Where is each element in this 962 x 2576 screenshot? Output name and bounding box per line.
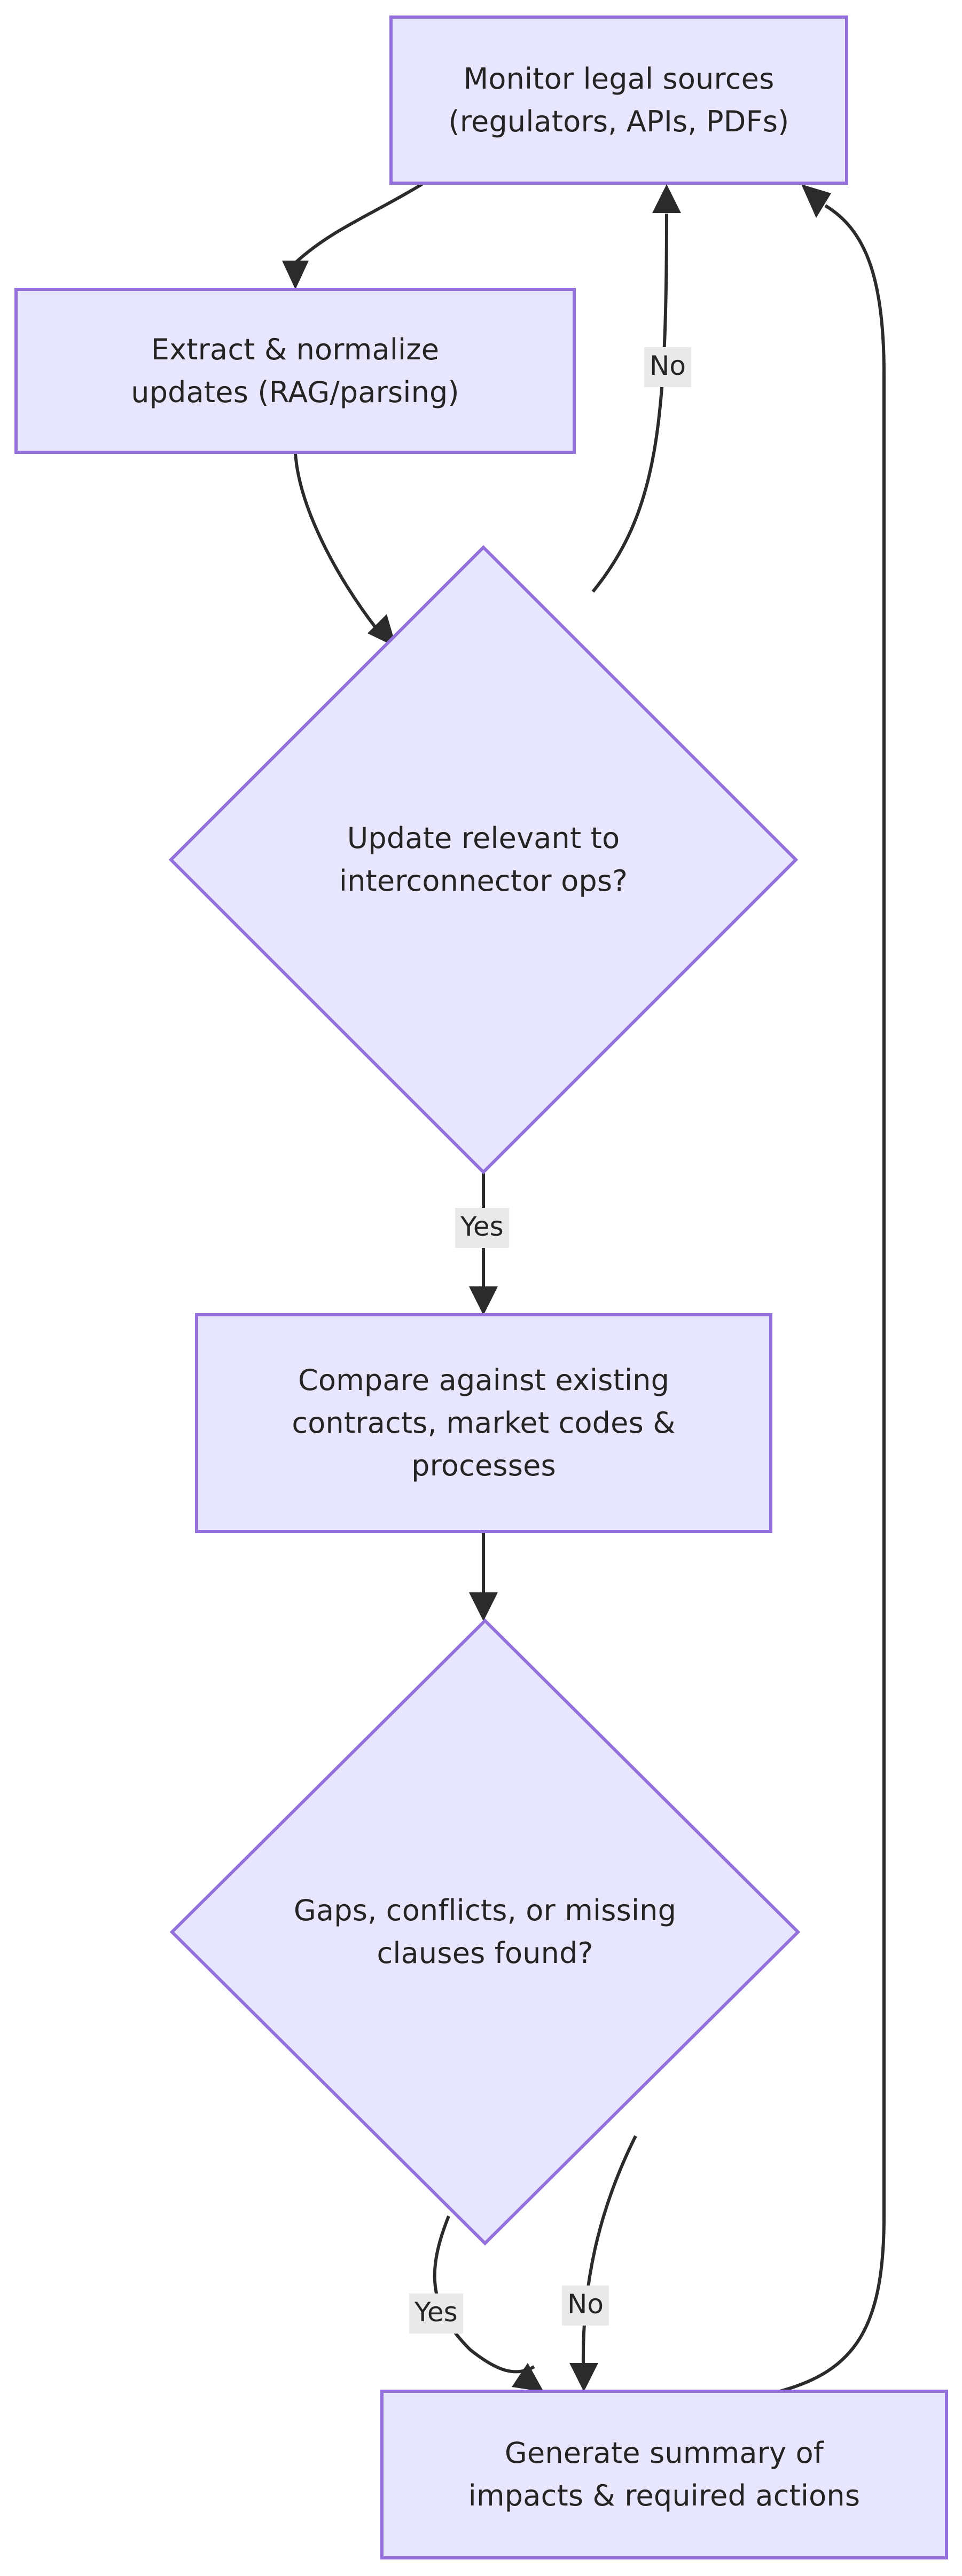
edge-extract-to-relevant — [294, 453, 396, 647]
edge-summary-to-monitor — [779, 184, 886, 2393]
edge-label-no-gaps: No — [562, 2286, 609, 2326]
edge-label-yes-relevant: Yes — [455, 1208, 509, 1248]
node-compare-existing[interactable] — [195, 1313, 772, 1533]
node-layer — [14, 15, 948, 2559]
edge-gaps-yes-to-summary — [433, 2215, 544, 2392]
node-update-relevant-decision[interactable] — [168, 545, 799, 1175]
edge-label-yes-gaps: Yes — [409, 2294, 463, 2334]
node-gaps-conflicts-decision[interactable] — [169, 1618, 801, 2246]
edge-monitor-to-extract — [282, 183, 423, 289]
node-generate-summary[interactable] — [380, 2390, 948, 2559]
edge-relevant-no-to-monitor — [591, 184, 681, 593]
edge-gaps-no-to-summary — [569, 2135, 637, 2392]
edge-compare-to-gaps — [469, 1533, 498, 1621]
node-monitor-legal-sources[interactable] — [389, 15, 848, 185]
edge-label-no-relevant: No — [644, 347, 691, 387]
node-extract-normalize[interactable] — [14, 288, 576, 454]
edge-layer — [282, 183, 886, 2393]
